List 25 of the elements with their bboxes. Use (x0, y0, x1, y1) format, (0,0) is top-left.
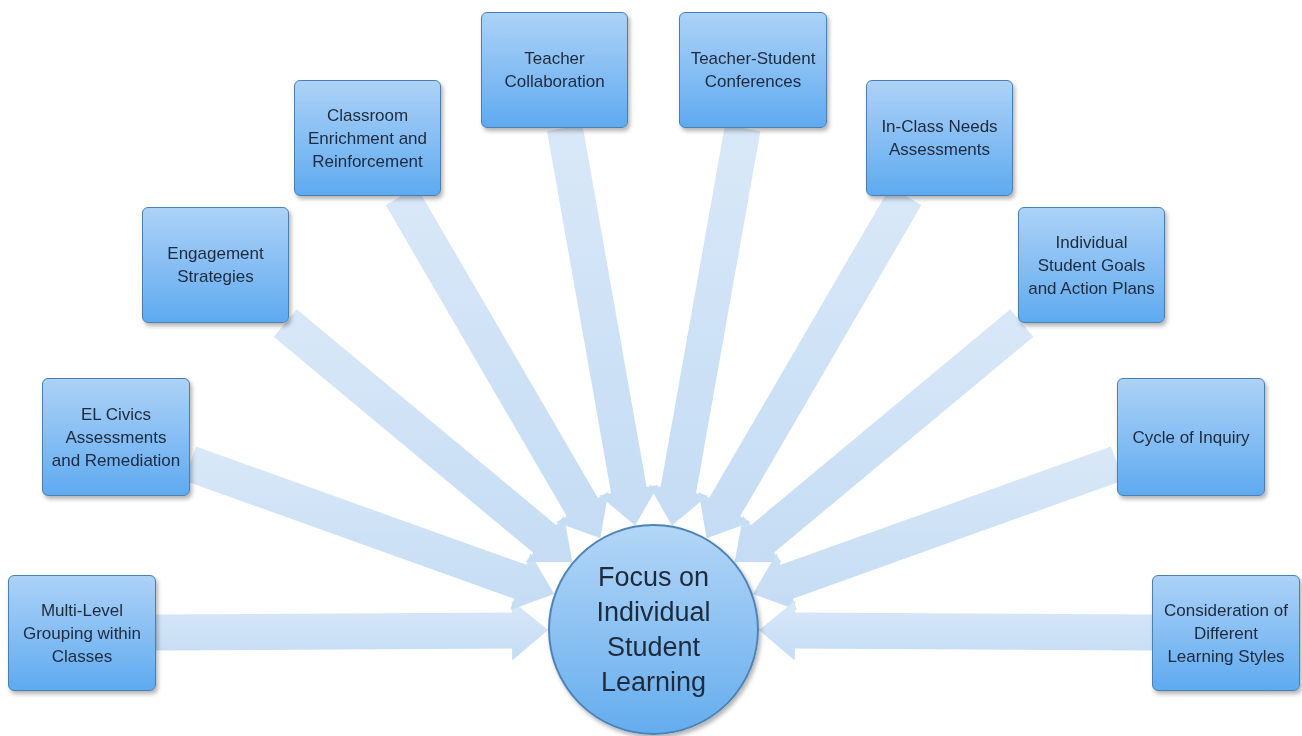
topic-box (142, 207, 289, 323)
topic-box (1018, 207, 1165, 323)
topic-box (1152, 575, 1300, 691)
topic-box (1117, 378, 1265, 496)
block-arrow (759, 600, 1153, 661)
topic-box (42, 378, 190, 496)
block-arrow (155, 600, 548, 661)
box-label: Teacher-Student Conferences (689, 48, 817, 93)
topic-box (679, 12, 827, 128)
topic-box (866, 80, 1013, 196)
box-label: Engagement Strategies (166, 243, 265, 288)
topic-box (294, 80, 441, 196)
box-label: In-Class Needs Assessments (880, 116, 999, 161)
box-label: Consideration of Different Learning Styles (1163, 599, 1289, 668)
topic-box (481, 12, 628, 128)
box-label: EL Civics Assessments and Remediation (51, 403, 181, 472)
box-label: Multi-Level Grouping within Classes (21, 599, 143, 668)
box-label: Cycle of Inquiry (1132, 426, 1250, 449)
center-label: Focus on Individual Student Learning (595, 560, 712, 699)
box-label: Classroom Enrichment and Reinforcement (306, 104, 429, 173)
block-arrow (273, 309, 573, 562)
box-label: Individual Student Goals and Action Plans (1027, 231, 1156, 300)
block-arrow (734, 309, 1034, 562)
topic-box (8, 575, 156, 691)
box-label: Teacher Collaboration (503, 48, 606, 93)
